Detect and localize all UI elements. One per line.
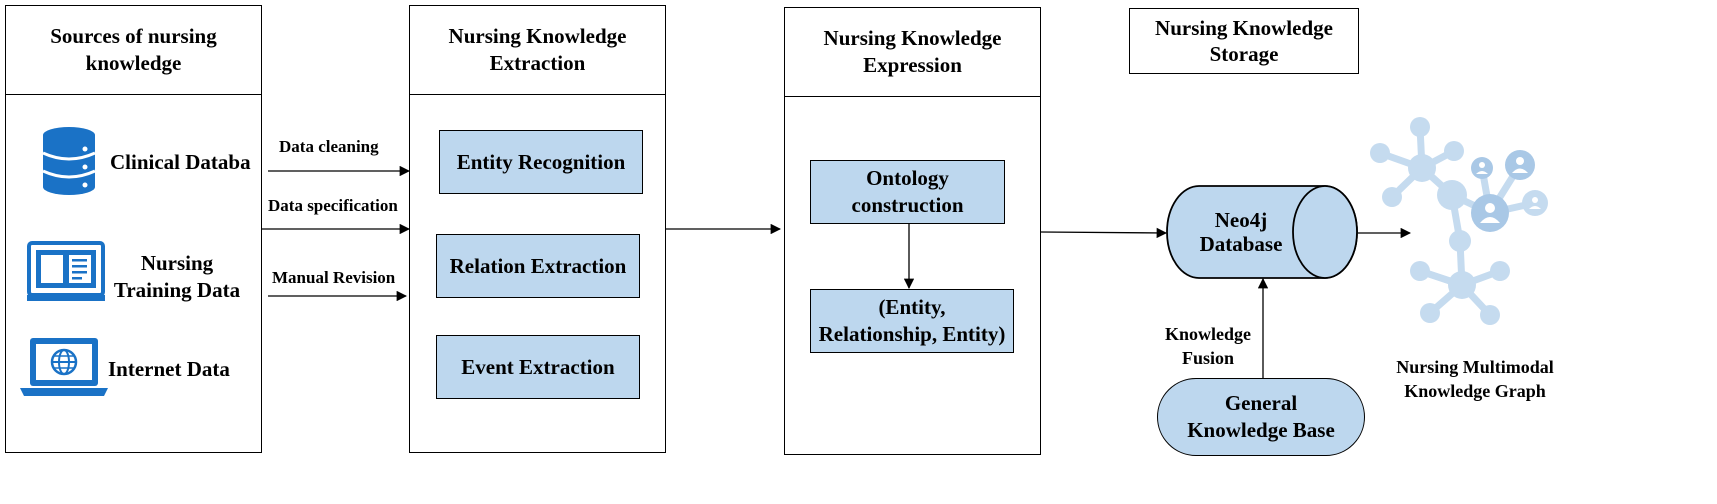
flow-label-manual-revision: Manual Revision: [272, 268, 396, 287]
flow-label-data-cleaning: Data cleaning: [279, 137, 379, 156]
general-knowledge-base: General Knowledge Base: [1157, 378, 1365, 456]
arrow-expression-to-storage: [1040, 227, 1168, 239]
neo4j-database-cylinder: [1166, 185, 1358, 279]
step-relation-extraction: Relation Extraction: [436, 234, 640, 298]
knowledge-fusion-label: Knowledge Fusion: [1164, 324, 1251, 368]
neo4j-database-label: Neo4j Database: [1199, 208, 1283, 256]
source-clinical-database: Clinical Databa: [110, 150, 251, 174]
knowledge-graph-caption: Nursing Multimodal Knowledge Graph: [1396, 357, 1554, 401]
triple-box: (Entity, Relationship, Entity): [810, 289, 1014, 353]
flow-label-data-specification: Data specification: [268, 196, 398, 215]
laptop-globe-icon: [20, 338, 108, 396]
storage-title-box: Nursing Knowledge Storage: [1129, 8, 1359, 74]
storage-title: Nursing Knowledge Storage: [1155, 16, 1333, 66]
step-event-extraction: Event Extraction: [436, 335, 640, 399]
database-icon: [42, 127, 96, 195]
knowledge-graph-icon: [1370, 117, 1548, 325]
extraction-panel-title: Nursing Knowledge Extraction: [410, 6, 665, 95]
ontology-construction-box: Ontology construction: [810, 160, 1005, 224]
expression-panel: Nursing Knowledge Expression: [784, 7, 1041, 455]
step-entity-recognition: Entity Recognition: [439, 130, 643, 194]
source-internet-data: Internet Data: [108, 357, 230, 381]
expression-panel-title: Nursing Knowledge Expression: [785, 8, 1040, 97]
book-screen-icon: [27, 241, 105, 301]
source-training-data: Nursing Training Data: [113, 251, 241, 302]
sources-panel-title: Sources of nursing knowledge: [6, 6, 261, 95]
